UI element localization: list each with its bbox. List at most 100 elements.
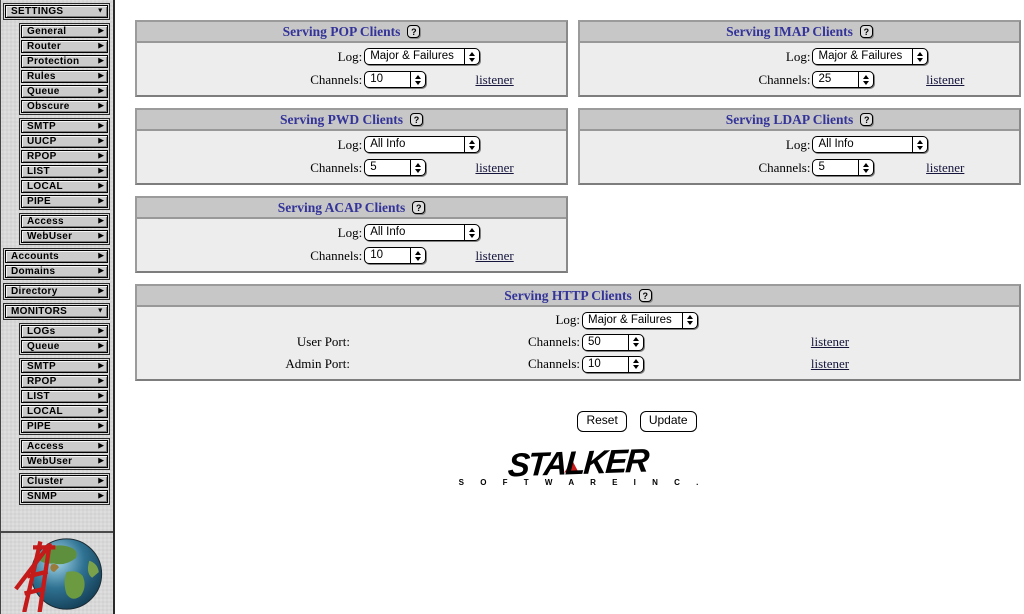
sidebar-item-webuser[interactable]: WebUser▶ [21,230,108,243]
listener-link[interactable]: listener [475,247,514,263]
sidebar-item-access[interactable]: Access ▶ [21,440,108,453]
channels-select[interactable]: 5 [364,159,427,176]
popup-arrows-icon [912,137,927,152]
sidebar-item-domains[interactable]: Domains▶ [5,265,108,278]
sidebar-item-protection[interactable]: Protection▶ [21,55,108,68]
sidebar-item-label: MONITORS [11,306,68,317]
sidebar-item-logs[interactable]: LOGs▶ [21,325,108,338]
user-port-channels-select[interactable]: 50 [582,333,644,351]
sidebar-item-local[interactable]: LOCAL▶ [21,405,108,418]
sidebar-item-label: Directory [11,286,58,297]
sidebar-item-label: LOCAL [27,181,63,192]
popup-arrows-icon [858,160,873,175]
sidebar-item-label: SMTP [27,361,56,372]
sidebar-item-queue[interactable]: Queue▶ [21,340,108,353]
sidebar-item-access[interactable]: Access▶ [21,215,108,228]
listener-link[interactable]: listener [926,159,965,175]
log-select[interactable]: Major & Failures [364,48,481,65]
sidebar-item-label: WebUser [27,456,73,467]
sidebar-item-pipe[interactable]: PIPE▶ [21,195,108,208]
sidebar-item-queue[interactable]: Queue▶ [21,85,108,98]
sidebar-item-obscure[interactable]: Obscure▶ [21,100,108,113]
sidebar-item-label: Accounts [11,251,59,262]
listener-link[interactable]: listener [475,159,514,175]
log-select[interactable]: All Info [812,136,929,153]
update-button[interactable]: Update [639,411,697,432]
channels-select[interactable]: 10 [364,247,427,264]
channels-row: Channels: 5 listener [583,156,1016,179]
sidebar-group: Cluster▶ SNMP▶ [19,473,110,505]
sidebar-item-settings[interactable]: SETTINGS▼ [5,5,108,18]
arrow-right-icon: ▶ [98,442,104,450]
reset-button[interactable]: Reset [577,411,627,432]
sidebar-item-smtp[interactable]: SMTP▶ [21,360,108,373]
sidebar-item-label: Rules [27,71,56,82]
panel-header: Serving HTTP Clients ? [137,286,1019,307]
sidebar-item-cluster[interactable]: Cluster▶ [21,475,108,488]
log-select[interactable]: All Info [364,224,481,241]
user-port-listener-link[interactable]: listener [810,334,850,349]
arrow-right-icon: ▶ [98,167,104,175]
panel-header: Serving IMAP Clients ? [580,22,1019,43]
sidebar-item-general[interactable]: General▶ [21,25,108,38]
sidebar-item-label: UUCP [27,136,57,147]
log-label: Log: [555,312,580,327]
sidebar-item-pipe[interactable]: PIPE▶ [21,420,108,433]
sidebar-item-label: Access [27,441,64,452]
help-button[interactable]: ? [407,25,421,38]
sidebar-section-settings: SETTINGS▼ [3,3,110,20]
sidebar-item-local[interactable]: LOCAL▶ [21,180,108,193]
log-label: Log: [337,224,363,240]
log-row: Log: All Info [140,133,563,156]
arrow-right-icon: ▶ [98,122,104,130]
sidebar-item-label: Queue [27,86,60,97]
log-select[interactable]: All Info [364,136,481,153]
help-button[interactable]: ? [638,289,652,302]
log-select[interactable]: Major & Failures [812,48,929,65]
log-row: Log: All Info [583,133,1016,156]
channels-label: Channels: [310,71,363,87]
sidebar-item-directory[interactable]: Directory▶ [5,285,108,298]
log-row: Log: Major & Failures [140,45,563,68]
arrow-right-icon: ▶ [98,57,104,65]
popup-arrows-icon [464,137,479,152]
help-button[interactable]: ? [410,113,423,126]
http-log-select[interactable]: Major & Failures [582,311,698,329]
http-admin-port-row: Admin Port: Channels: 10 listener [140,353,1016,375]
sidebar-item-accounts[interactable]: Accounts▶ [5,250,108,263]
sidebar-item-snmp[interactable]: SNMP▶ [21,490,108,503]
sidebar-item-rpop[interactable]: RPOP▶ [21,150,108,163]
listener-link[interactable]: listener [475,71,514,87]
sidebar-item-webuser[interactable]: WebUser ▶ [21,455,108,468]
arrow-right-icon: ▶ [98,457,104,465]
help-button[interactable]: ? [412,201,426,214]
sidebar-item-router[interactable]: Router▶ [21,40,108,53]
sidebar-item-rpop[interactable]: RPOP▶ [21,375,108,388]
sidebar-item-label: WebUser [27,231,73,242]
channels-select-value: 5 [818,161,825,173]
log-label: Log: [785,136,811,152]
help-button[interactable]: ? [859,25,873,38]
admin-port-channels-select[interactable]: 10 [582,355,644,373]
listener-link[interactable]: listener [926,71,965,87]
popup-arrows-icon [912,49,927,64]
sidebar-item-list[interactable]: LIST▶ [21,390,108,403]
help-button[interactable]: ? [860,113,874,126]
channels-select[interactable]: 10 [364,71,427,88]
sidebar-group: Directory▶ [3,283,110,300]
sidebar-item-smtp[interactable]: SMTP▶ [21,120,108,133]
sidebar-item-rules[interactable]: Rules▶ [21,70,108,83]
sidebar-item-label: LIST [27,391,50,402]
sidebar-item-list[interactable]: LIST▶ [21,165,108,178]
channels-select[interactable]: 25 [812,71,875,88]
panel-header: Serving PWD Clients ? [137,110,566,131]
channels-select[interactable]: 5 [812,159,875,176]
log-select-value: Major & Failures [370,50,454,62]
admin-port-listener-link[interactable]: listener [810,356,850,371]
sidebar-item-monitors[interactable]: MONITORS▼ [5,305,108,318]
bridge-globe-logo-icon[interactable] [7,536,107,612]
popup-arrows-icon [464,225,479,240]
sidebar-group: Accounts▶ Domains▶ [3,248,110,280]
communigate-logo-area [1,531,113,614]
sidebar-item-uucp[interactable]: UUCP▶ [21,135,108,148]
